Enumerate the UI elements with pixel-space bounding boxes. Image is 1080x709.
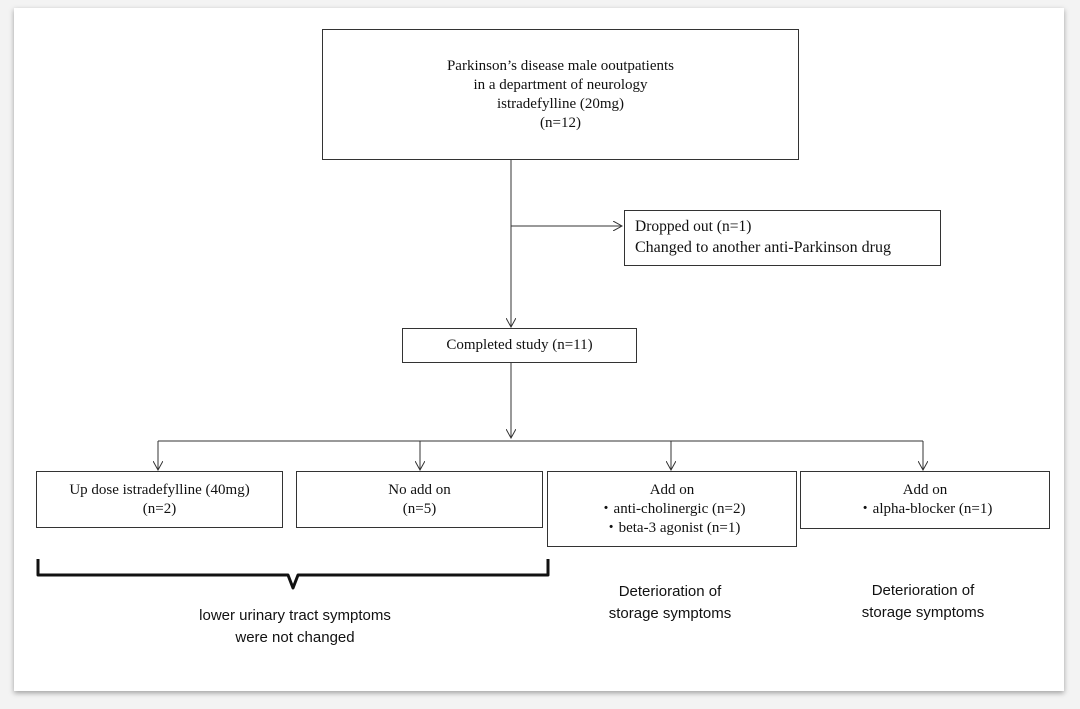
addon-ac-line-1: Add on xyxy=(649,481,695,498)
enrollment-line-1: Parkinson’s disease male ooutpatients xyxy=(446,57,675,74)
addon-alpha-box: Add on ・alpha-blocker (n=1) xyxy=(800,471,1050,529)
enrollment-box: Parkinson’s disease male ooutpatients in… xyxy=(322,29,799,160)
luts-line-1: lower urinary tract symptoms xyxy=(199,607,391,624)
enrollment-line-3: istradefylline (20mg) xyxy=(496,95,625,112)
luts-unchanged-note: lower urinary tract symptoms were not ch… xyxy=(150,605,440,649)
completed-line-1: Completed study (n=11) xyxy=(446,337,593,353)
addon-anticholinergic-box: Add on ・anti-cholinergic (n=2) ・beta-3 a… xyxy=(547,471,797,547)
deterioration-1-line-2: storage symptoms xyxy=(608,605,732,622)
dropped-line-1: Dropped out (n=1) xyxy=(635,218,752,235)
addon-alpha-line-1: Add on xyxy=(902,482,948,498)
curly-brace xyxy=(36,559,550,590)
addon-ac-line-3: ・beta-3 agonist (n=1) xyxy=(603,519,741,536)
addon-alpha-line-2: ・alpha-blocker (n=1) xyxy=(857,501,993,517)
no-addon-box: No add on (n=5) xyxy=(296,471,543,528)
completed-study-box: Completed study (n=11) xyxy=(402,328,637,363)
updose-box: Up dose istradefylline (40mg) (n=2) xyxy=(36,471,283,528)
deterioration-2-line-2: storage symptoms xyxy=(861,604,985,621)
enrollment-line-2: in a department of neurology xyxy=(473,76,648,93)
deterioration-note-1: Deterioration of storage symptoms xyxy=(570,581,770,625)
deterioration-1-line-1: Deterioration of xyxy=(618,583,722,600)
updose-line-1: Up dose istradefylline (40mg) xyxy=(69,481,250,498)
dropped-line-2: Changed to another anti-Parkinson drug xyxy=(635,239,891,256)
dropped-out-box: Dropped out (n=1) Changed to another ant… xyxy=(624,210,941,266)
enrollment-line-4: (n=12) xyxy=(540,114,581,131)
deterioration-note-2: Deterioration of storage symptoms xyxy=(823,580,1023,624)
noaddon-line-1: No add on xyxy=(388,481,451,498)
noaddon-line-2: (n=5) xyxy=(402,500,437,517)
deterioration-2-line-1: Deterioration of xyxy=(871,582,975,599)
addon-ac-line-2: ・anti-cholinergic (n=2) xyxy=(598,500,746,517)
luts-line-2: were not changed xyxy=(235,629,355,646)
updose-line-2: (n=2) xyxy=(142,500,177,517)
